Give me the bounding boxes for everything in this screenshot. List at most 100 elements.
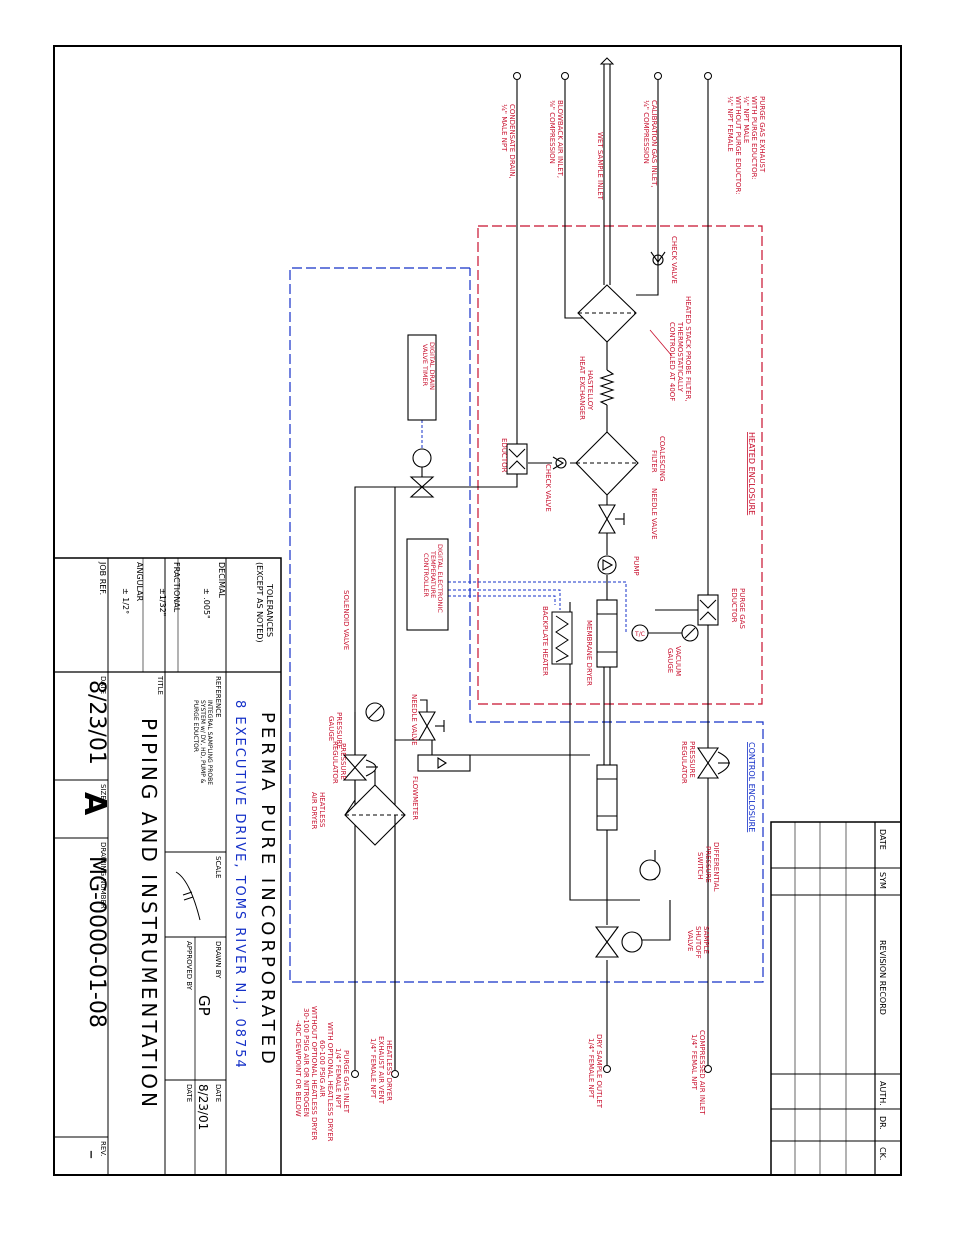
membrane-dryer [596, 599, 618, 831]
svg-text:VACUUM: VACUUM [674, 646, 682, 676]
svg-text:THERMOSTATICALLY: THERMOSTATICALLY [676, 321, 684, 393]
svg-text:EDUCTOR: EDUCTOR [730, 588, 738, 623]
svg-text:¼" NPT FEMALE: ¼" NPT FEMALE [726, 96, 734, 152]
svg-text:HEATED STACK PROBE FILTER,: HEATED STACK PROBE FILTER, [684, 296, 692, 402]
svg-text:DRY SAMPLE OUTLET: DRY SAMPLE OUTLET [595, 1034, 603, 1109]
control-enclosure-boundary [289, 267, 764, 983]
connection-labels: PURGE GAS EXHAUST WITH PURGE EDUCTOR: ¼"… [294, 96, 766, 1142]
svg-text:NEEDLE VALVE: NEEDLE VALVE [650, 488, 658, 540]
tolerances-subheader: (EXCEPT AS NOTED) [255, 562, 264, 643]
dry-sample-outlet-port [603, 1065, 611, 1073]
svg-text:NEEDLE VALVE: NEEDLE VALVE [410, 694, 418, 746]
svg-text:HEATLESS: HEATLESS [318, 792, 326, 828]
check-valve-top [650, 251, 666, 266]
svg-text:PRESSURE: PRESSURE [704, 846, 712, 883]
drawing-number: MG-0000-01-08 [84, 856, 109, 1028]
svg-text:SHUTOFF: SHUTOFF [694, 926, 702, 959]
rev-auth-header: AUTH. [878, 1081, 887, 1106]
svg-text:PURGE GAS EXHAUST: PURGE GAS EXHAUST [758, 96, 766, 173]
flowmeter [417, 754, 471, 772]
svg-text:-40C DEWPOINT OR BELOW: -40C DEWPOINT OR BELOW [294, 1020, 302, 1117]
needle-valve-left [418, 711, 445, 741]
approved-date-label: DATE [185, 1084, 193, 1102]
angular-value: ± 1/2° [121, 588, 130, 614]
svg-text:COALESCING: COALESCING [658, 436, 666, 481]
svg-text:REGULATOR: REGULATOR [331, 741, 339, 784]
date-label: DATE [99, 676, 107, 694]
tolerances-header: TOLERANCES [265, 583, 274, 637]
svg-text:1/4" FEMAL NPT: 1/4" FEMAL NPT [690, 1034, 698, 1091]
heater-wiring [421, 420, 627, 632]
svg-text:BACKPLATE HEATER: BACKPLATE HEATER [541, 606, 549, 676]
svg-text:SWITCH: SWITCH [696, 852, 704, 879]
svg-text:PRESSURE: PRESSURE [339, 743, 347, 780]
heated-enclosure-boundary [477, 225, 763, 705]
svg-text:CHECK VALVE: CHECK VALVE [544, 464, 552, 512]
job-ref-label: JOB REF. [98, 561, 107, 595]
reference-line-2: SYSTEM w/ DV, HD, PUMP & [199, 700, 206, 784]
probe-filter-leader [649, 329, 673, 357]
drawn-date-label: DATE [214, 1084, 222, 1102]
temperature-controller-box [406, 538, 449, 631]
svg-text:GAUGE: GAUGE [666, 648, 674, 673]
svg-text:HEAT EXCHANGER: HEAT EXCHANGER [578, 356, 586, 420]
coalescing-filter [575, 431, 639, 496]
wet-sample-probe-tip [599, 57, 615, 65]
decimal-label: DECIMAL [217, 562, 226, 599]
heat-exchanger-coil [599, 369, 615, 406]
rev-date-header: DATE [878, 829, 887, 850]
drawn-by-value: GP [195, 995, 213, 1016]
calibration-gas-port [654, 72, 662, 80]
svg-text:PRESSURE: PRESSURE [335, 712, 343, 749]
angular-label: ANGULAR [135, 562, 144, 602]
pump [597, 555, 617, 575]
svg-text:HEATLESS DRYER: HEATLESS DRYER [385, 1040, 393, 1101]
svg-text:T/C: T/C [634, 631, 645, 638]
svg-text:PUMP: PUMP [632, 556, 640, 576]
svg-text:CONDENSATE DRAIN,: CONDENSATE DRAIN, [508, 104, 516, 179]
svg-text:SAMPLE: SAMPLE [702, 926, 710, 954]
fractional-label: FRACTIONAL [172, 562, 181, 613]
svg-text:COMPRESSED AIR INLET: COMPRESSED AIR INLET [698, 1030, 706, 1115]
condensate-drain-port [513, 72, 521, 80]
control-enclosure-label: CONTROL ENCLOSURE [747, 742, 756, 832]
svg-text:PURGE GAS INLET: PURGE GAS INLET [342, 1050, 350, 1114]
company-name: PERMA PURE INCORPORATED [257, 712, 278, 1068]
drawn-date-value: 8/23/01 [196, 1084, 210, 1130]
rev-ck-header: CK. [878, 1147, 887, 1160]
drawing-number-label: DRAWING NUMBER [99, 842, 107, 909]
svg-text:1/4" FEMALE NPT: 1/4" FEMALE NPT [587, 1038, 595, 1099]
rev-sym-header: SYM [878, 872, 887, 889]
svg-text:60-100 PSIG AIR: 60-100 PSIG AIR [318, 1040, 326, 1097]
svg-text:CHECK VALVE: CHECK VALVE [670, 236, 678, 284]
purge-gas-eductor [697, 594, 719, 626]
svg-text:HASTELLOY: HASTELLOY [586, 370, 594, 411]
svg-text:EDUCTOR: EDUCTOR [500, 438, 508, 473]
svg-text:FLOWMETER: FLOWMETER [411, 776, 419, 820]
rev-dr-header: DR. [878, 1116, 887, 1130]
scale-label: SCALE [214, 856, 222, 878]
svg-text:WITH PURGE EDUCTOR:: WITH PURGE EDUCTOR: [750, 96, 758, 180]
blowback-air-port [561, 72, 569, 80]
heatless-air-dryer [344, 784, 406, 846]
svg-text:BLOWBACK AIR INLET,: BLOWBACK AIR INLET, [556, 100, 564, 178]
svg-text:VALVE TIMER: VALVE TIMER [421, 344, 429, 387]
reference-label: REFERENCE [214, 676, 222, 718]
company-address: 8 EXECUTIVE DRIVE, TOMS RIVER N.J. 08754 [232, 700, 247, 1070]
revision-record [770, 821, 902, 1176]
title-label: TITLE [156, 675, 164, 695]
reference-line-1: INTEGRAL SAMPLING PROBE [206, 700, 213, 785]
rev-label: REV. [99, 1141, 107, 1156]
svg-text:¼" COMPRESSION: ¼" COMPRESSION [642, 100, 650, 164]
svg-text:WET SAMPLE INLET: WET SAMPLE INLET [596, 132, 604, 201]
svg-text:WITHOUT OPTIONAL HEATLESS DRYE: WITHOUT OPTIONAL HEATLESS DRYER [310, 1006, 318, 1141]
backplate-heater [551, 611, 573, 665]
svg-text:DIGITAL DRAIN: DIGITAL DRAIN [428, 342, 436, 390]
svg-text:1/4" FEMALE NPT: 1/4" FEMALE NPT [369, 1038, 377, 1099]
svg-text:¼" MALE NPT: ¼" MALE NPT [500, 104, 508, 152]
check-valve-mid [552, 456, 567, 470]
svg-text:PRESSURE: PRESSURE [688, 741, 696, 778]
heated-probe-filter [577, 284, 637, 343]
piping-lines [354, 64, 709, 1070]
